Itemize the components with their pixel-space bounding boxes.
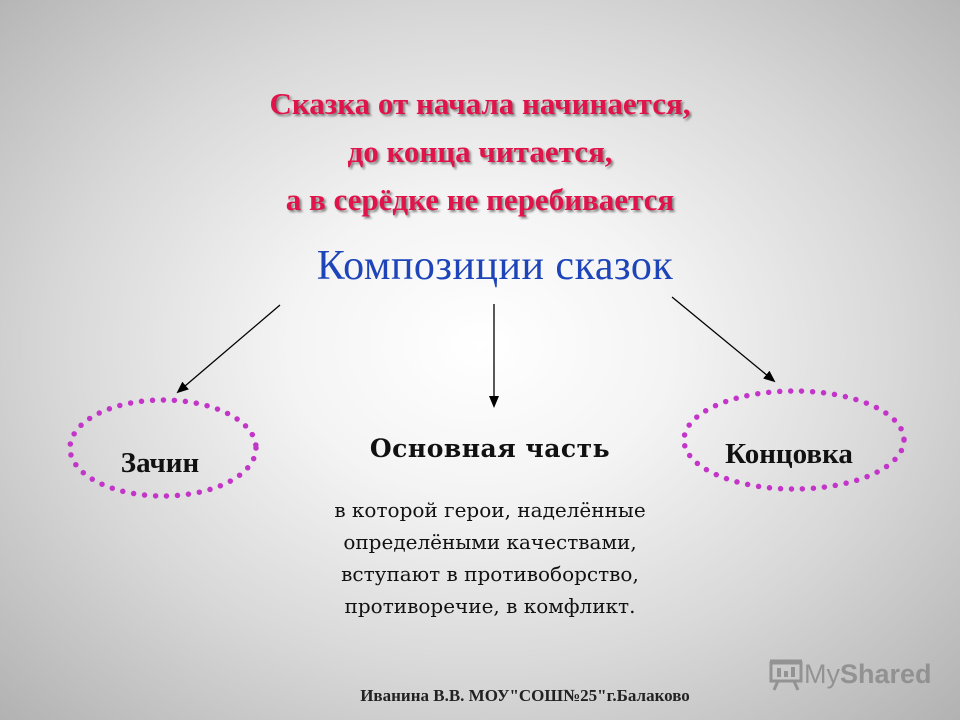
- presentation-board-icon: [769, 659, 803, 691]
- end-label: Концовка: [725, 438, 853, 470]
- watermark-text: MyShared: [804, 658, 932, 689]
- watermark-logo: MyShared: [768, 656, 938, 692]
- description-line: противоречие, в комфликт.: [344, 594, 636, 618]
- proverb-line-3: а в серёдке не перебивается: [285, 182, 675, 217]
- description-line: вступают в противоборство,: [341, 562, 639, 586]
- proverb-line-2: до конца читается,: [347, 134, 613, 169]
- diagram-title: Композиции сказок: [316, 243, 674, 289]
- description-line: в которой герои, наделённые: [334, 498, 646, 522]
- arrow-to-start: [176, 304, 281, 394]
- description-line: определёными качествами,: [343, 530, 637, 554]
- arrow-to-end: [671, 296, 776, 383]
- main-part-label: Основная часть: [369, 434, 611, 463]
- main-part-description: в которой герои, наделённые определёными…: [280, 494, 700, 622]
- author-footer: Иванина В.В. МОУ"СОШ№25"г.Балаково: [360, 686, 690, 705]
- proverb-line-1: Сказка от начала начинается,: [269, 86, 691, 121]
- start-ellipse: [67, 397, 259, 499]
- end-ellipse: [681, 388, 907, 492]
- proverb: Сказка от начала начинается, до конца чи…: [0, 80, 960, 224]
- start-label: Зачин: [121, 447, 199, 479]
